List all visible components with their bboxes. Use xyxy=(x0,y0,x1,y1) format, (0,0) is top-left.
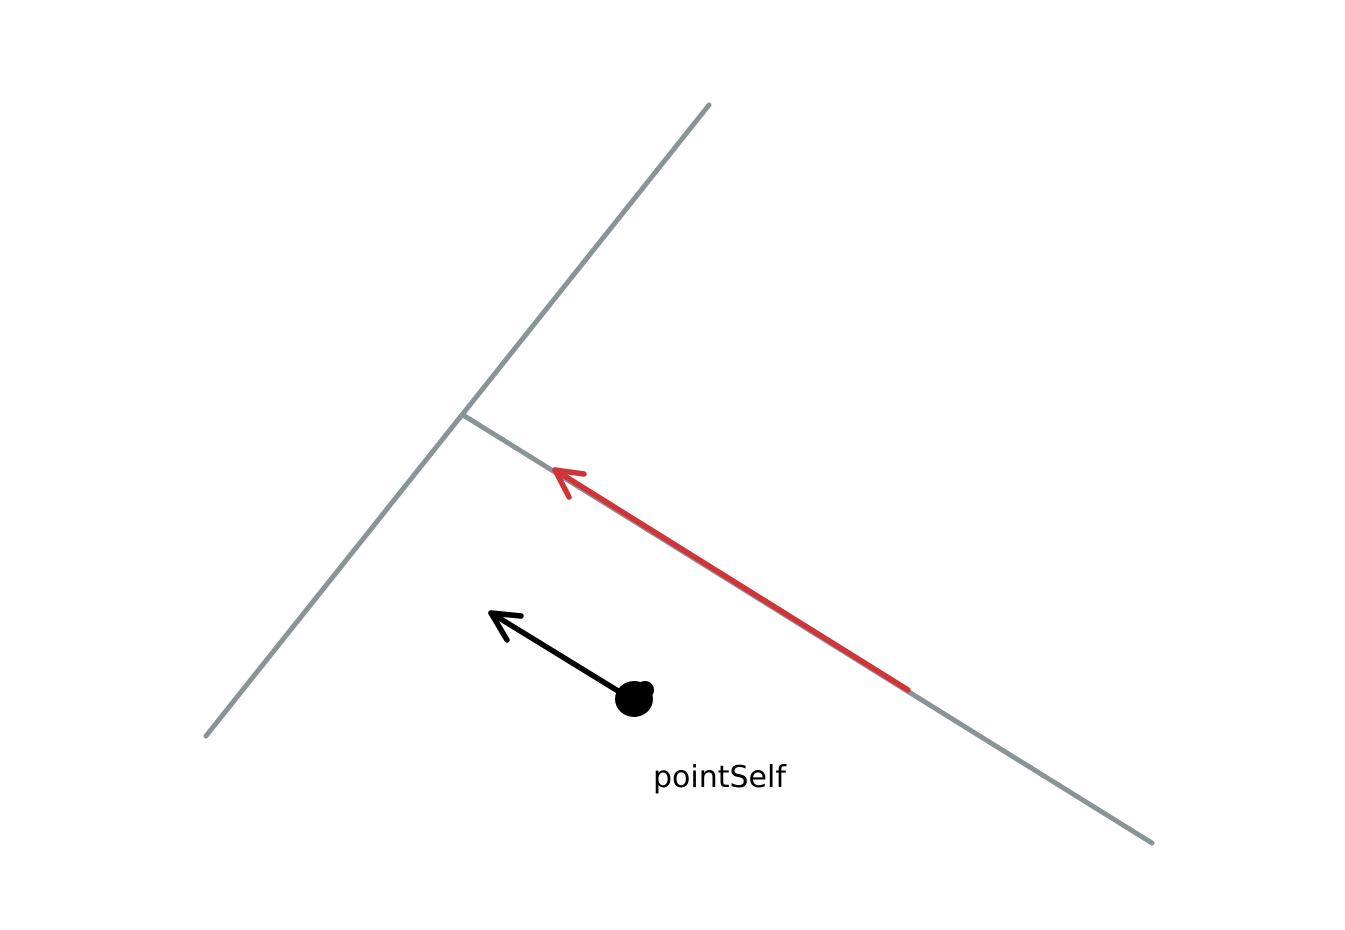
point-arrow-shaft xyxy=(488,610,626,697)
point-dot-bump xyxy=(636,681,654,699)
highlight-arrow-shaft xyxy=(552,467,911,693)
long-diagonal-line xyxy=(203,102,712,739)
point-label: pointSelf xyxy=(653,760,787,795)
highlight-arrow xyxy=(552,467,911,693)
point-arrow-head-icon xyxy=(488,610,524,643)
point-marker-icon xyxy=(615,681,654,717)
highlight-arrow-head-icon xyxy=(552,467,587,500)
point-direction-arrow xyxy=(488,610,626,697)
